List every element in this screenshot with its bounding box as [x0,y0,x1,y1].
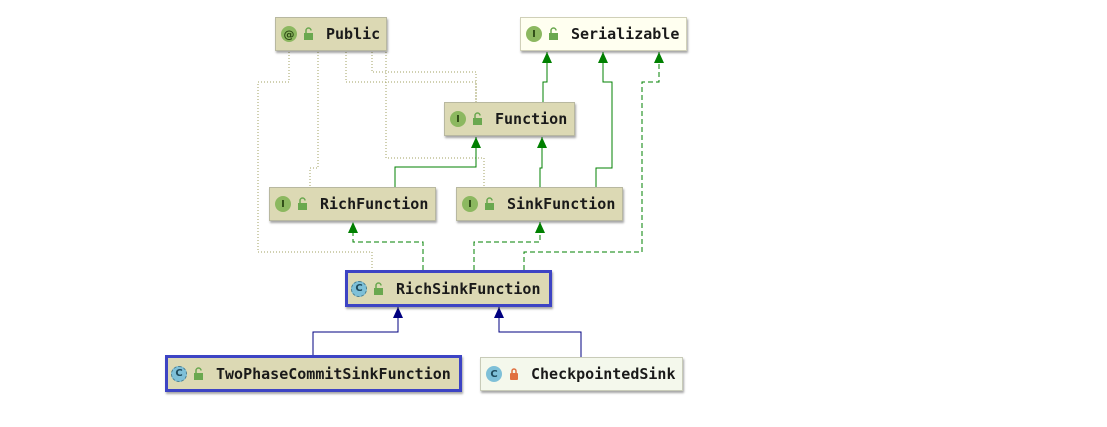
green-arrowheads [348,52,664,233]
node-label: Function [495,110,568,128]
node-label: SinkFunction [507,195,616,213]
node-sink-function[interactable]: I SinkFunction [456,187,623,221]
function-to-serializable-edge [542,52,548,102]
annotation-icon: @ [281,26,297,42]
public-unlock-icon [473,112,482,125]
annotation-links [257,52,485,270]
interface-icon: I [275,196,291,212]
node-two-phase-commit-sink-function[interactable]: C TwoPhaseCommitSinkFunction [165,355,462,392]
arrowhead-function-2 [537,137,547,148]
arrowhead-serializable-2 [598,52,608,63]
node-rich-function[interactable]: I RichFunction [269,187,436,221]
node-checkpointed-sink[interactable]: C CheckpointedSink [480,357,683,391]
public-unlock-icon [194,366,203,380]
node-label: RichFunction [320,195,429,213]
node-rich-sink-function[interactable]: C RichSinkFunction [345,270,552,307]
rich-sink-function-to-rich-function-edge [352,222,424,270]
public-unlock-icon [549,27,558,40]
rich-sink-function-to-sink-function-edge [473,222,541,270]
node-label: RichSinkFunction [396,279,541,298]
private-lock-icon [510,368,518,380]
interface-icon: I [526,26,542,42]
public-to-sink-function-link [371,52,477,102]
sink-function-to-serializable-edge [595,52,613,187]
node-label: Serializable [571,25,680,43]
public-to-function-link [345,52,477,102]
public-to-rich-sink-function-link [257,52,373,270]
two-phase-to-rich-sink-function-edge [312,307,399,355]
public-to-rich-function-link [309,52,319,187]
abstract-class-icon: C [351,280,367,297]
arrowhead-rich-function [348,222,358,233]
interface-icon: I [462,196,478,212]
interface-implements-edges [352,52,660,270]
public-unlock-icon [374,281,383,295]
class-icon: C [486,366,502,382]
arrowhead-serializable-3 [654,52,664,63]
class-extends-edges [312,307,582,357]
rich-function-to-function-edge [394,137,477,187]
arrowhead-sink-function [535,222,545,233]
node-function[interactable]: I Function [444,102,575,136]
node-public[interactable]: @ Public [275,17,387,51]
sink-function-to-function-edge [539,137,543,187]
node-serializable[interactable]: I Serializable [520,17,687,51]
arrowhead-function-1 [471,137,481,148]
public-unlock-icon [298,197,307,210]
node-label: TwoPhaseCommitSinkFunction [216,364,451,383]
public-unlock-icon [304,27,313,40]
arrowhead-serializable-1 [542,52,552,63]
interface-extends-edges [394,52,613,187]
checkpointed-to-rich-sink-function-edge [498,307,582,357]
navy-arrowheads [393,307,504,318]
node-label: CheckpointedSink [531,365,676,383]
arrowhead-rich-sink-function-2 [494,307,504,318]
rich-sink-function-to-serializable-edge [523,52,660,270]
node-label: Public [326,25,381,43]
abstract-class-icon: C [171,365,187,382]
public-unlock-icon [485,197,494,210]
interface-icon: I [450,111,466,127]
arrowhead-rich-sink-function-1 [393,307,403,318]
